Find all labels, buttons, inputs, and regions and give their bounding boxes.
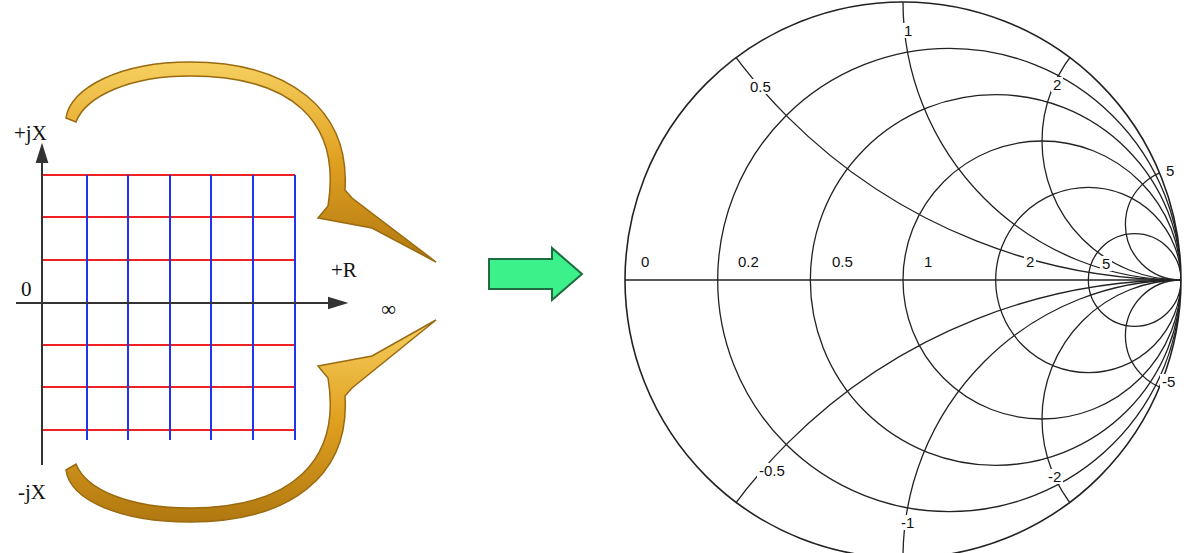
axis-label: +R [329,260,359,281]
transform-arrow [489,248,582,300]
reactance-arc [625,280,1186,553]
axis-label: +jX [12,123,49,144]
reactance-value: -0.5 [757,463,787,478]
infinity-label: ∞ [379,299,398,320]
reactance-arc [1042,280,1186,553]
reactance-value: 1 [902,23,914,38]
resistance-value: 0.2 [736,254,761,269]
reactance-arc [1125,169,1186,280]
reactance-line [42,174,295,176]
reactance-value: 0.5 [748,79,773,94]
resistance-value: 1 [922,254,934,269]
curved-arrow [66,62,436,262]
resistance-line [252,175,254,440]
reactance-line [42,386,295,388]
smith-chart [625,0,1186,553]
resistance-line [210,175,212,440]
resistance-line [127,175,129,440]
reactance-arc [903,280,1186,553]
reactance-value: 5 [1164,163,1176,178]
reactance-line [42,216,295,218]
resistance-line [169,175,171,440]
reactance-line [42,344,295,346]
axes [16,146,345,465]
resistance-value: 5 [1100,256,1112,271]
reactance-line [42,259,295,261]
curved-arrow [66,320,436,522]
reactance-value: -2 [1046,469,1063,484]
reactance-arc [1125,280,1186,391]
resistance-value: 2 [1024,254,1036,269]
resistance-line [294,175,296,440]
axis-label: -jX [16,482,48,503]
reactance-line [42,429,295,431]
resistance-line [86,175,88,440]
reactance-value: 2 [1051,77,1063,92]
resistance-value: 0 [639,254,651,269]
origin-label: 0 [19,279,34,300]
reactance-value: -5 [1160,374,1177,389]
impedance-grid [42,175,295,440]
resistance-value: 0.5 [830,254,855,269]
reactance-arc [625,0,1186,280]
reactance-value: -1 [899,515,916,530]
reactance-arc [1042,2,1186,280]
